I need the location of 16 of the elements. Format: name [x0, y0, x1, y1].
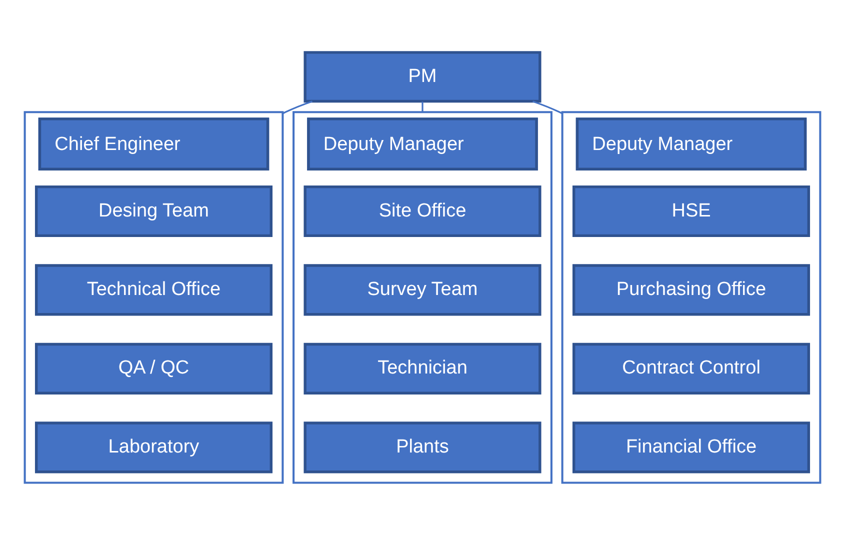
node-box: Desing Team	[34, 184, 273, 237]
node-box: Technical Office	[34, 264, 273, 316]
node-box: Site Office	[304, 184, 542, 237]
node-box: Financial Office	[572, 421, 810, 473]
node-box: Survey Team	[304, 264, 542, 316]
connector	[532, 100, 563, 114]
connector	[282, 100, 313, 114]
connector	[422, 101, 424, 112]
node-box: HSE	[572, 184, 810, 237]
node-box: Contract Control	[572, 342, 810, 394]
node-box: PM	[304, 50, 542, 102]
node-box: Purchasing Office	[572, 264, 810, 316]
node-box: Technician	[304, 342, 542, 394]
node-box: QA / QC	[34, 342, 273, 394]
node-box: Laboratory	[34, 421, 273, 473]
node-box: Plants	[304, 421, 542, 473]
